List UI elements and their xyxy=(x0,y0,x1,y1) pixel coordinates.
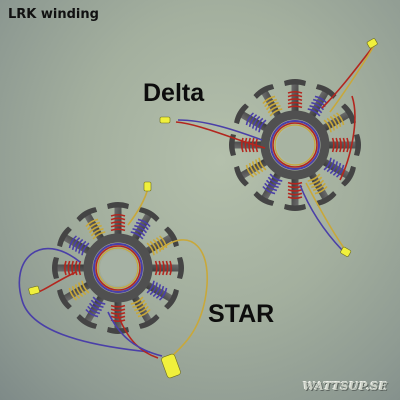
star-lead-bottom-red xyxy=(117,314,159,359)
star-lead-left-blue xyxy=(18,247,151,353)
star-lead-bottom-blue xyxy=(107,311,163,357)
delta-inner-ring-blue xyxy=(270,120,320,170)
delta-teeth xyxy=(229,79,361,211)
star-stator xyxy=(52,202,184,334)
star-tooth xyxy=(107,202,129,236)
delta-lead-bottom-yellow xyxy=(305,182,345,249)
star-tooth xyxy=(76,207,106,243)
star-tooth xyxy=(76,293,106,329)
star-tooth xyxy=(130,293,160,329)
delta-tooth xyxy=(284,177,306,211)
star-coil xyxy=(85,218,106,240)
delta-inner-ring-red xyxy=(272,122,318,168)
delta-coil xyxy=(331,137,350,153)
delta-coil xyxy=(245,157,267,178)
delta-lead-return-red xyxy=(339,95,356,181)
star-coil xyxy=(146,235,168,256)
delta-lead-top-yellow xyxy=(329,45,375,113)
star-inner-ring-blue xyxy=(93,243,143,293)
star-tooth xyxy=(130,207,160,243)
delta-coil xyxy=(262,95,283,117)
delta-stator xyxy=(229,79,361,211)
delta-inner-ring-yellow xyxy=(274,124,316,166)
star-neutral-point xyxy=(161,353,181,379)
star-tooth xyxy=(143,280,179,310)
watermark: WATTSUP.SE xyxy=(303,380,388,393)
star-coil xyxy=(68,280,90,301)
star-coil xyxy=(130,296,151,318)
star-coil xyxy=(110,304,126,323)
star-inner-ring-red xyxy=(95,245,141,291)
delta-tooth xyxy=(307,84,337,120)
star-stator-ring xyxy=(83,233,153,303)
delta-tip-top xyxy=(366,38,378,49)
star-lead-right-yellow xyxy=(159,239,209,359)
star-coil xyxy=(85,296,106,318)
delta-label: Delta xyxy=(143,79,205,107)
delta-lead-top-red xyxy=(321,47,373,109)
delta-tooth xyxy=(320,103,356,133)
delta-lead-tips xyxy=(159,38,378,257)
star-coil xyxy=(63,260,82,276)
star-coil xyxy=(110,213,126,232)
star-coil xyxy=(68,235,90,256)
delta-coil xyxy=(323,112,345,133)
star-tip-top xyxy=(143,181,152,192)
delta-tip-left xyxy=(159,116,171,124)
delta-leads xyxy=(175,45,375,251)
star-lead-tips xyxy=(28,181,181,379)
delta-tooth xyxy=(234,157,270,187)
star-coil xyxy=(154,260,173,276)
star-tooth xyxy=(57,280,93,310)
delta-tooth xyxy=(253,84,283,120)
delta-coil xyxy=(307,173,328,195)
delta-bore xyxy=(277,127,313,163)
delta-tooth xyxy=(253,170,283,206)
star-tooth xyxy=(143,226,179,256)
delta-lead-left-blue xyxy=(177,119,263,141)
delta-tooth xyxy=(284,79,306,113)
delta-coils xyxy=(240,90,350,200)
delta-coil xyxy=(262,173,283,195)
star-tooth xyxy=(57,226,93,256)
star-tip-left xyxy=(28,285,40,296)
delta-coil xyxy=(287,90,303,109)
delta-tooth xyxy=(234,103,270,133)
star-coils xyxy=(63,213,173,323)
star-bore xyxy=(100,250,136,286)
star-coil xyxy=(130,218,151,240)
delta-tooth xyxy=(307,170,337,206)
star-inner-ring-yellow xyxy=(97,247,139,289)
delta-tip-bottom xyxy=(340,246,352,257)
star-label: STAR xyxy=(208,300,275,328)
delta-coil xyxy=(323,157,345,178)
star-lead-left-red xyxy=(37,271,77,293)
star-coil xyxy=(146,280,168,301)
delta-coil xyxy=(245,112,267,133)
delta-stator-ring xyxy=(260,110,330,180)
delta-lead-left-red xyxy=(175,121,266,149)
diagram-title: LRK winding xyxy=(8,7,99,22)
delta-lead-bottom-blue xyxy=(299,184,343,251)
